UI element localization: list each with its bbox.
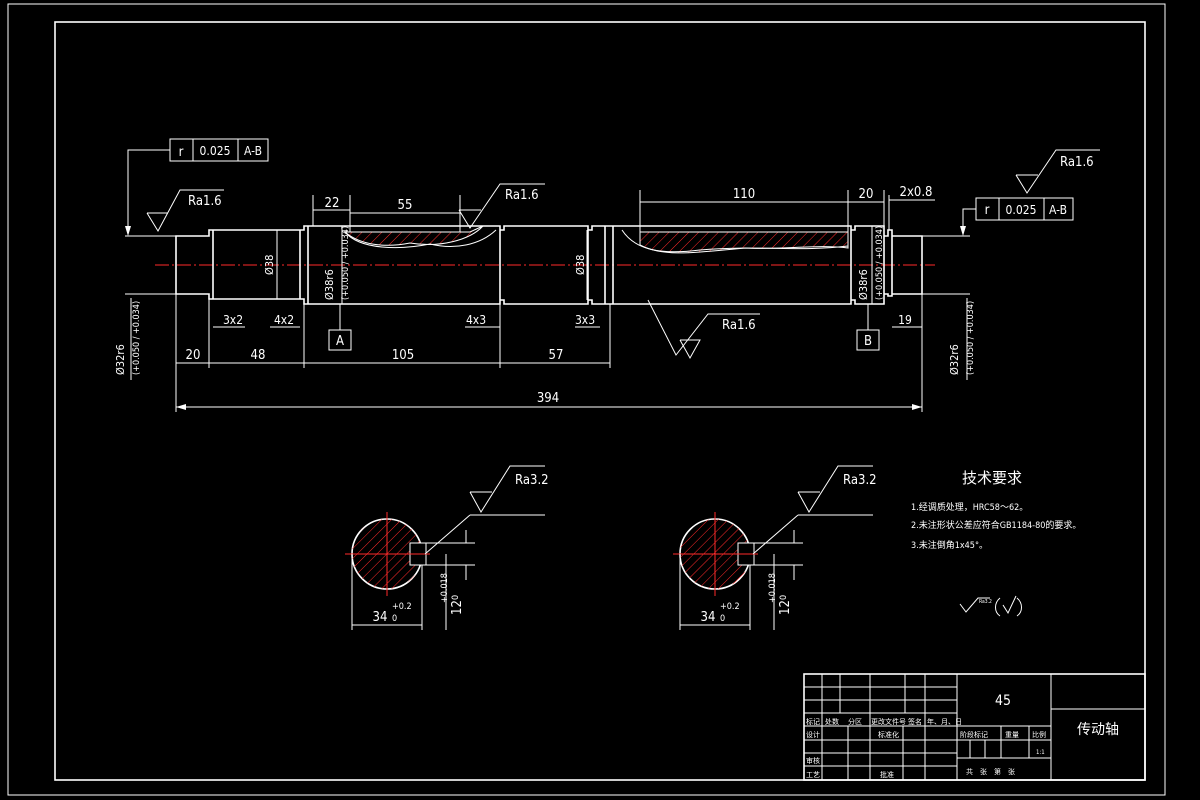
svg-text:审核: 审核 [806,756,820,765]
technical-requirements: 技术要求 1.经调质处理，HRC58～62。 2.未注形状公差应符合GB1184… [911,469,1081,617]
roughness-note: Ra3.2 [959,595,1022,617]
svg-text:12: 12 [778,600,793,615]
part-name: 传动轴 [1077,722,1119,738]
svg-text:设计: 设计 [806,730,820,739]
svg-text:1:1: 1:1 [1036,749,1045,756]
svg-text:标准化: 标准化 [878,730,899,739]
svg-text:处数: 处数 [825,717,839,726]
svg-text:重量: 重量 [1005,731,1019,739]
material: 45 [995,693,1011,709]
svg-text:Ra3.2: Ra3.2 [515,473,549,488]
svg-text:2x0.8: 2x0.8 [900,185,933,200]
svg-text:(+0.050 / +0.034): (+0.050 / +0.034) [966,301,976,375]
fcf-datum: A-B [244,144,262,158]
svg-text:Ø38: Ø38 [263,255,276,275]
svg-text:(+0.050 / +0.034): (+0.050 / +0.034) [132,301,142,375]
diameter-labels: Ø32r6 (+0.050 / +0.034) Ø38 Ø38r6 (+0.05… [114,226,976,380]
svg-text:共 张 第 张: 共 张 第 张 [966,767,1015,776]
svg-text:110: 110 [733,187,755,202]
svg-text:标记: 标记 [806,717,820,726]
svg-text:Ø38r6: Ø38r6 [323,269,336,300]
svg-text:Ra1.6: Ra1.6 [722,318,756,333]
title-block: 标记 处数 分区 更改文件号 签名 年、月、日 设计 标准化 审核 工艺 批准 … [803,673,1146,781]
svg-text:Ø32r6: Ø32r6 [114,344,127,375]
section-view-left: Ra3.2 34 +0.2 0 12 +0.018 0 [345,465,549,630]
svg-text:Ra1.6: Ra1.6 [1060,155,1094,170]
roughness-top-right: Ra1.6 [1015,149,1100,194]
groove-labels: 3x2 4x2 4x3 3x3 19 [213,313,922,328]
svg-text:Ra3.2: Ra3.2 [843,473,877,488]
svg-text:工艺: 工艺 [806,771,820,779]
svg-text:4x3: 4x3 [466,313,486,327]
svg-text:批准: 批准 [880,770,894,779]
svg-text:+0.2: +0.2 [392,602,412,612]
svg-text:19: 19 [898,313,912,327]
svg-text:3x3: 3x3 [575,313,595,327]
datum-a: A [328,304,352,351]
fcf-symbol: r [179,145,184,160]
svg-text:+0.018: +0.018 [440,573,450,603]
svg-text:B: B [864,334,872,349]
svg-text:394: 394 [537,391,559,406]
fcf-top-left: r 0.025 A-B [125,138,269,236]
svg-text:A: A [336,334,344,349]
keyway-right [639,231,849,254]
svg-text:57: 57 [549,348,564,363]
requirements-title: 技术要求 [962,469,1022,487]
fcf-right: r 0.025 A-B [960,197,1074,236]
keyway-left [343,225,484,246]
fcf-tolerance: 0.025 [200,144,231,158]
svg-text:48: 48 [251,348,266,363]
fcf-right-tolerance: 0.025 [1006,203,1037,217]
svg-text:分区: 分区 [848,717,862,726]
svg-text:34: 34 [701,610,716,625]
inner-border [54,21,1146,781]
svg-text:0: 0 [392,614,397,624]
svg-text:Ø32r6: Ø32r6 [948,344,961,375]
svg-text:+0.2: +0.2 [720,602,740,612]
svg-text:0: 0 [451,595,461,600]
svg-text:更改文件号: 更改文件号 [871,717,906,726]
svg-text:Ø38r6: Ø38r6 [857,269,870,300]
svg-text:0: 0 [720,614,725,624]
svg-text:(+0.050 / +0.034): (+0.050 / +0.034) [875,226,885,300]
svg-text:签名: 签名 [908,717,922,726]
section-view-right: Ra3.2 34 +0.2 0 12 +0.018 0 [673,465,877,630]
svg-text:20: 20 [186,348,201,363]
shaft-outline [175,225,923,305]
svg-text:Ra3.2: Ra3.2 [979,599,992,605]
roughness-left: Ra1.6 [146,189,224,233]
shaft-view: r 0.025 A-B r 0.025 A-B Ra1.6 Ra1.6 [114,138,1100,412]
svg-text:34: 34 [373,610,388,625]
roughness-bottom: Ra1.6 [647,299,760,360]
svg-text:12: 12 [450,600,465,615]
top-dims: 22 55 110 20 2x0.8 [312,185,935,232]
svg-text:比例: 比例 [1032,730,1046,739]
fcf-right-symbol: r [985,203,990,218]
svg-text:Ra1.6: Ra1.6 [188,194,222,209]
svg-text:20: 20 [859,187,874,202]
svg-text:Ra1.6: Ra1.6 [505,188,539,203]
bottom-dims: 20 48 105 57 394 [175,294,923,412]
svg-text:+0.018: +0.018 [768,573,778,603]
svg-text:22: 22 [325,196,340,211]
requirement-item: 2.未注形状公差应符合GB1184-80的要求。 [911,519,1081,531]
svg-text:55: 55 [398,198,413,213]
svg-text:阶段标记: 阶段标记 [960,730,988,739]
svg-text:Ø38: Ø38 [574,255,587,275]
svg-text:(+0.050 / +0.034): (+0.050 / +0.034) [341,226,351,300]
svg-text:3x2: 3x2 [223,313,243,327]
requirement-item: 3.未注倒角1x45°。 [911,539,988,551]
datum-b: B [856,304,880,351]
svg-text:4x2: 4x2 [274,313,294,327]
svg-text:105: 105 [392,348,414,363]
fcf-right-datum: A-B [1049,203,1067,217]
outer-border [7,3,1166,796]
requirement-item: 1.经调质处理，HRC58～62。 [911,501,1028,513]
svg-text:0: 0 [779,595,789,600]
roughness-key-left: Ra1.6 [458,183,545,229]
svg-text:年、月、日: 年、月、日 [927,717,962,726]
